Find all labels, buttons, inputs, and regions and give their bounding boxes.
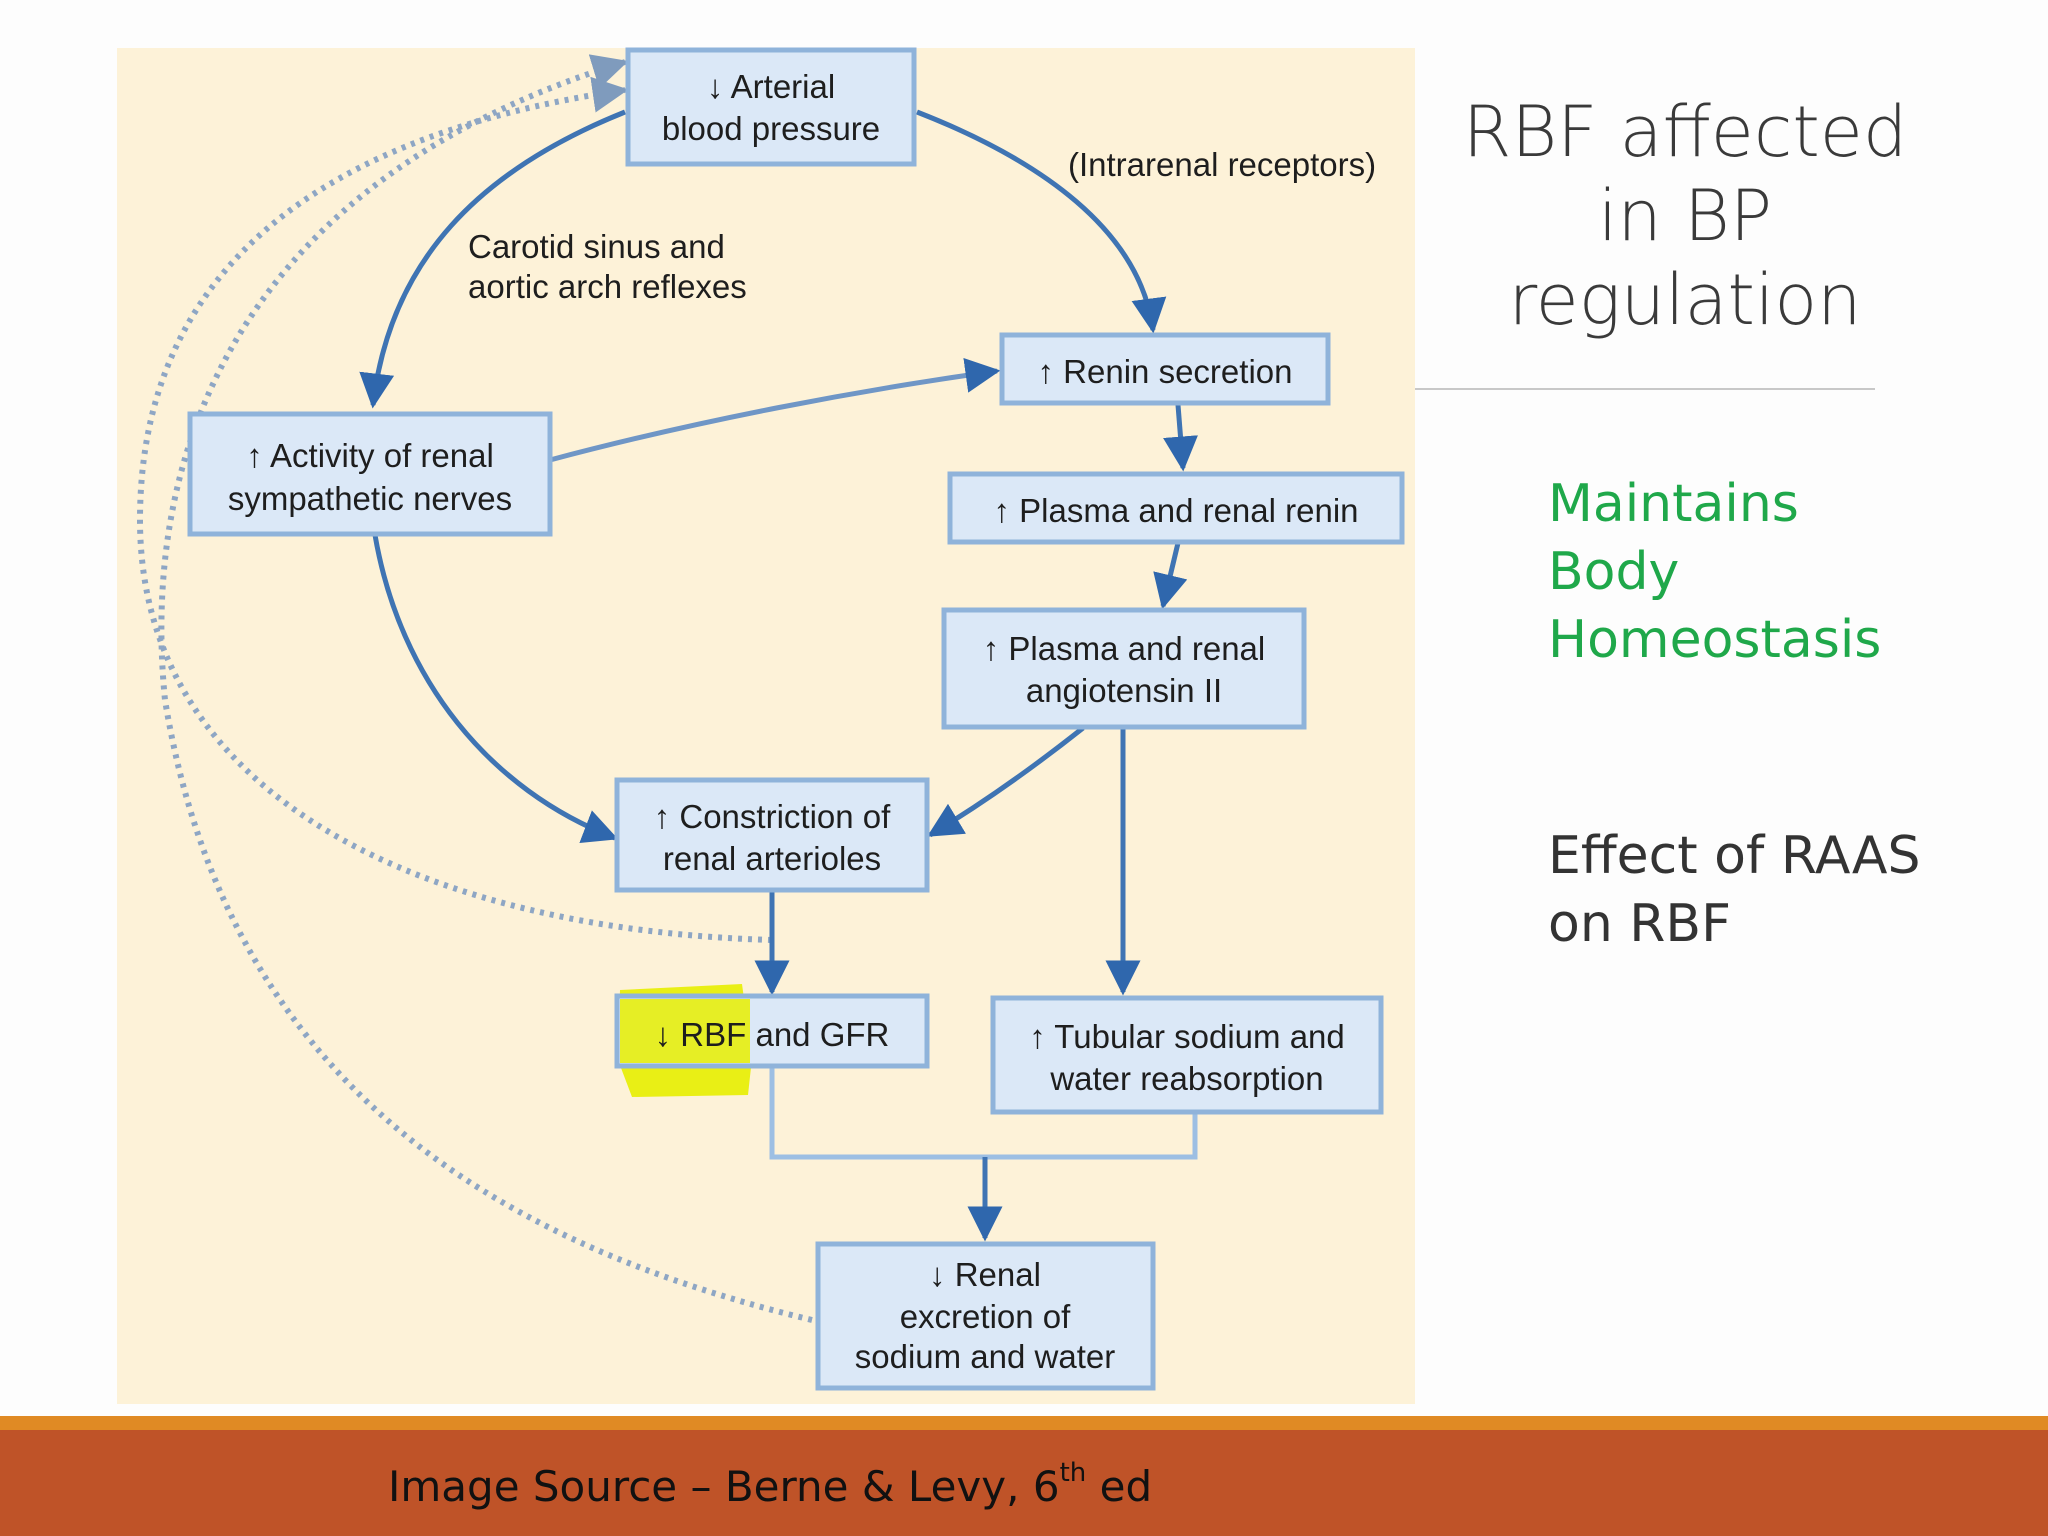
svg-text:↓ Renal: ↓ Renal [929,1256,1041,1293]
svg-text:blood pressure: blood pressure [662,110,880,147]
svg-text:↑ Constriction of: ↑ Constriction of [654,798,891,835]
feedback-dotted-line [158,54,813,1323]
node-tubular-reabsorption: ↑ Tubular sodium and water reabsorption [990,995,1384,1115]
arrow-bp-to-renin [916,109,1167,334]
svg-text:↑ Plasma and renal renin: ↑ Plasma and renal renin [993,492,1358,529]
node-rbf-gfr: ↓ RBF and GFR [614,993,930,1069]
label-carotid-line1: Carotid sinus and [468,228,725,265]
citation-suffix: ed [1086,1462,1153,1511]
node-sympathetic-nerves: ↑ Activity of renal sympathetic nerves [187,411,553,537]
arrow-renin-to-plasma [1163,404,1198,472]
footer-bar [0,1430,2048,1536]
slide-title-line: in BP [1597,175,1773,257]
label-intrarenal-receptors: (Intrarenal receptors) [1068,146,1376,183]
label-carotid-line2: aortic arch reflexes [468,268,747,305]
note-line: on RBF [1548,894,1732,954]
svg-text:↓ RBF and GFR: ↓ RBF and GFR [655,1016,890,1053]
note-line: Body [1548,542,1680,602]
citation-superscript: th [1059,1458,1087,1488]
svg-text:sympathetic nerves: sympathetic nerves [228,480,512,517]
footer-accent-stripe [0,1416,2048,1430]
slide-title-line: regulation [1508,259,1862,341]
svg-text:water reabsorption: water reabsorption [1049,1060,1323,1097]
feedback-dotted-line [136,76,773,943]
note-line: Homeostasis [1548,610,1882,670]
svg-text:↑ Tubular sodium and: ↑ Tubular sodium and [1029,1018,1345,1055]
slide-title: RBF affected in BP regulation [1440,90,1930,342]
svg-text:↑ Renin secretion: ↑ Renin secretion [1038,353,1293,390]
svg-text:↑ Plasma and renal: ↑ Plasma and renal [983,630,1265,667]
svg-text:↑ Activity of renal: ↑ Activity of renal [246,437,494,474]
node-renin-secretion: ↑ Renin secretion [999,332,1331,406]
arrow-bp-to-sympathetic [359,109,626,409]
svg-text:excretion of: excretion of [900,1298,1071,1335]
arrow-angiotensin-to-constriction [926,726,1085,838]
svg-text:↓ Arterial: ↓ Arterial [707,68,835,105]
citation-prefix: Image Source – Berne & Levy, 6 [388,1462,1060,1511]
node-renal-excretion: ↓ Renal excretion of sodium and water [815,1241,1156,1391]
note-homeostasis: Maintains Body Homeostasis [1548,470,1928,674]
svg-text:angiotensin II: angiotensin II [1026,672,1222,709]
image-source-citation: Image Source – Berne & Levy, 6th ed [388,1458,1153,1511]
slide-title-line: RBF affected [1462,91,1908,173]
node-plasma-renal-renin: ↑ Plasma and renal renin [947,471,1405,545]
node-arterial-blood-pressure: ↓ Arterial blood pressure [625,47,917,167]
svg-text:sodium and water: sodium and water [855,1338,1115,1375]
arrow-plasma-to-angiotensin [1153,542,1188,610]
title-divider [1415,388,1875,390]
arrow-sympathetic-to-constriction [372,534,619,844]
note-line: Effect of RAAS [1548,826,1921,886]
node-angiotensin-ii: ↑ Plasma and renal angiotensin II [941,607,1307,730]
note-line: Maintains [1548,474,1799,534]
arrow-sympathetic-to-renin [549,357,1001,463]
svg-text:renal arterioles: renal arterioles [663,840,881,877]
node-constriction: ↑ Constriction of renal arterioles [614,777,930,893]
note-raas-effect: Effect of RAAS on RBF [1548,822,1968,958]
